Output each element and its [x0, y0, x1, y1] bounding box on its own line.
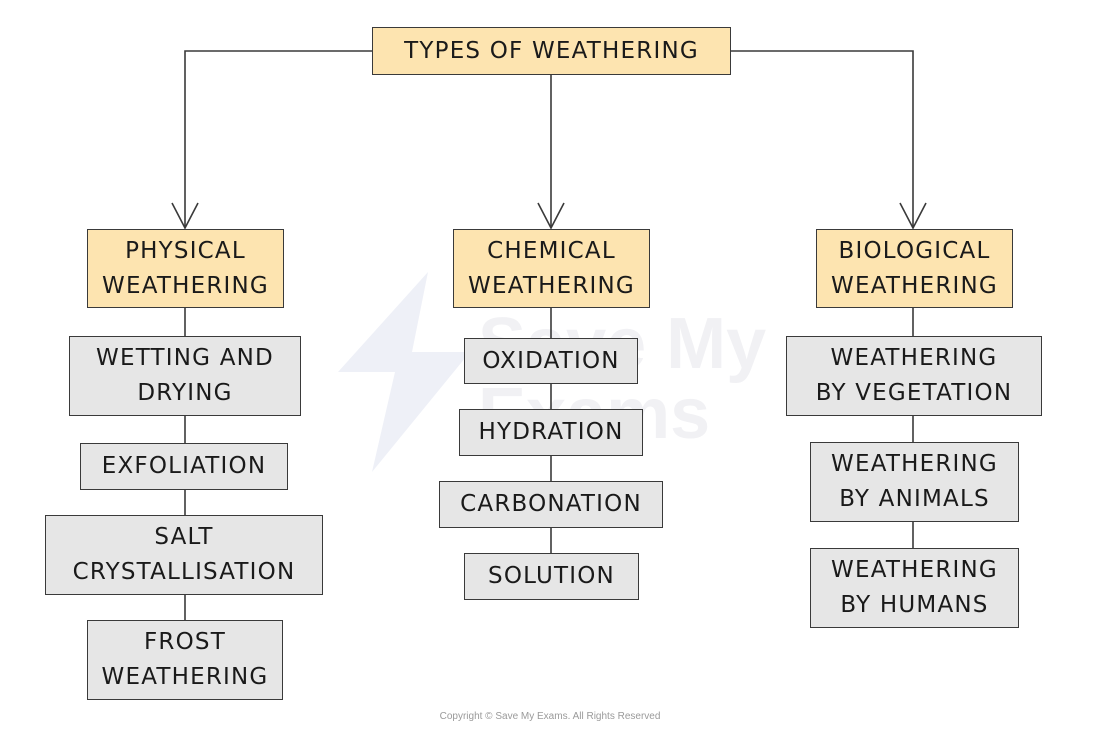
item-label: WEATHERING BY HUMANS — [831, 557, 998, 618]
item-box-salt-crystallisation: SALT CRYSTALLISATION — [45, 515, 323, 595]
category-box-physical: PHYSICAL WEATHERING — [87, 229, 284, 308]
arrowhead-physical — [171, 202, 199, 230]
item-box-exfoliation: EXFOLIATION — [80, 443, 288, 490]
item-label: WETTING AND DRYING — [96, 345, 274, 406]
item-label: CARBONATION — [460, 491, 642, 517]
item-box-weathering-by-animals: WEATHERING BY ANIMALS — [810, 442, 1019, 522]
item-box-weathering-by-humans: WEATHERING BY HUMANS — [810, 548, 1019, 628]
category-label-physical: PHYSICAL WEATHERING — [102, 237, 269, 299]
connector-root-physical — [184, 50, 372, 228]
item-box-solution: SOLUTION — [464, 553, 639, 600]
copyright-notice: Copyright © Save My Exams. All Rights Re… — [439, 711, 661, 722]
item-label: SOLUTION — [488, 563, 615, 589]
connector-root-biological — [731, 50, 914, 228]
category-label-biological: BIOLOGICAL WEATHERING — [831, 237, 998, 299]
item-label: WEATHERING BY VEGETATION — [815, 345, 1013, 406]
item-label: HYDRATION — [478, 419, 624, 445]
item-box-hydration: HYDRATION — [459, 409, 643, 456]
category-label-chemical: CHEMICAL WEATHERING — [468, 237, 635, 299]
item-box-carbonation: CARBONATION — [439, 481, 663, 528]
category-box-biological: BIOLOGICAL WEATHERING — [816, 229, 1013, 308]
item-box-frost-weathering: FROST WEATHERING — [87, 620, 283, 700]
arrowhead-biological — [899, 202, 927, 230]
item-box-weathering-by-vegetation: WEATHERING BY VEGETATION — [786, 336, 1042, 416]
item-label: EXFOLIATION — [101, 453, 267, 479]
root-label: TYPES OF WEATHERING — [404, 37, 699, 64]
item-label: SALT CRYSTALLISATION — [72, 524, 296, 585]
item-label: WEATHERING BY ANIMALS — [831, 451, 998, 512]
item-box-oxidation: OXIDATION — [464, 338, 638, 384]
item-label: OXIDATION — [482, 347, 620, 374]
item-label: FROST WEATHERING — [101, 629, 269, 690]
root-box-types-of-weathering: TYPES OF WEATHERING — [372, 27, 731, 75]
item-box-wetting-and-drying: WETTING AND DRYING — [69, 336, 301, 416]
category-box-chemical: CHEMICAL WEATHERING — [453, 229, 650, 308]
arrowhead-chemical — [537, 202, 565, 230]
